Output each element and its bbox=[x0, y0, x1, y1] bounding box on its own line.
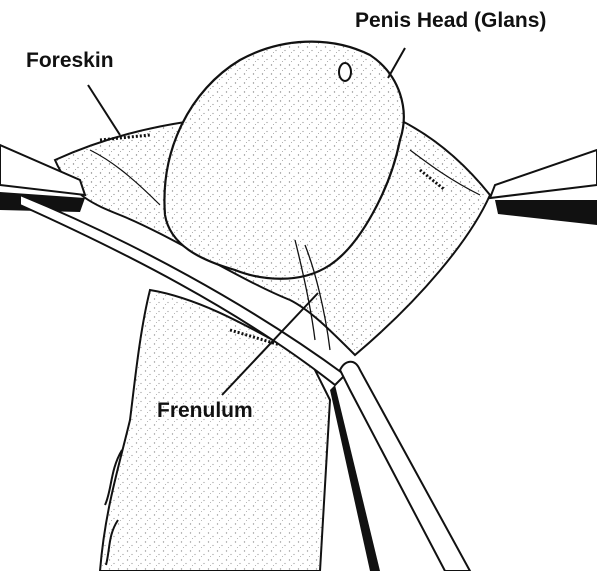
frenulum-label: Frenulum bbox=[157, 400, 253, 421]
urethral-opening bbox=[339, 63, 351, 81]
foreskin-label: Foreskin bbox=[26, 50, 114, 71]
leader-line-glans bbox=[388, 48, 405, 78]
glans-label: Penis Head (Glans) bbox=[355, 10, 546, 31]
penis-shaft bbox=[100, 290, 330, 571]
leader-line-foreskin bbox=[88, 85, 120, 135]
right-clamp bbox=[490, 150, 597, 225]
bottom-forceps bbox=[330, 362, 470, 571]
